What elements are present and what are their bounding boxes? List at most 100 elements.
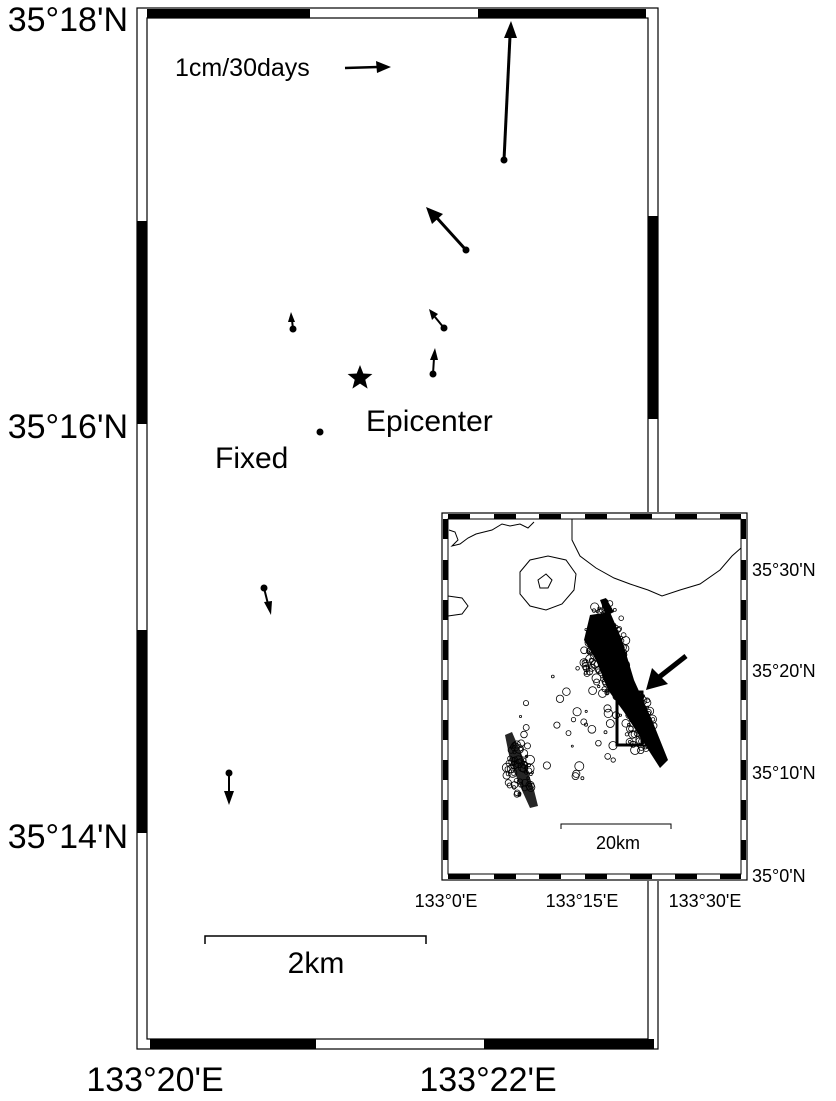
earthquake-ring [507, 746, 515, 754]
station-arrow-1 [500, 21, 517, 164]
earthquake-ring [598, 689, 607, 698]
earthquake-ring [571, 772, 580, 780]
earthquake-ring [517, 793, 522, 797]
earthquake-ring [510, 760, 519, 770]
earthquake-ring [607, 662, 613, 668]
earthquake-ring [602, 647, 609, 654]
earthquake-ring [601, 648, 610, 657]
earthquake-ring [519, 749, 529, 758]
earthquake-ring [612, 623, 617, 627]
earthquake-ring [605, 719, 615, 728]
earthquake-ring [616, 625, 622, 632]
earthquake-ring [511, 771, 516, 776]
inset-scale-label: 20km [596, 833, 640, 853]
earthquake-ring [620, 649, 624, 653]
earthquake-ring [634, 695, 638, 698]
earthquake-ring [542, 761, 551, 770]
earthquake-ring [644, 741, 653, 749]
earthquake-ring [610, 667, 620, 677]
earthquake-ring [562, 687, 571, 696]
earthquake-ring [520, 760, 528, 769]
earthquake-ring [594, 636, 602, 645]
earthquake-ring [607, 637, 614, 644]
earthquake-ring [591, 624, 595, 628]
earthquake-ring [612, 655, 619, 662]
earthquake-ring [647, 737, 652, 742]
earthquake-ring [574, 761, 585, 772]
earthquake-ring [601, 620, 605, 624]
inset-lon-label-133-15: 133°15'E [546, 891, 619, 911]
earthquake-ring [570, 716, 577, 723]
earthquake-ring [580, 718, 588, 726]
earthquake-ring [626, 693, 636, 703]
earthquake-ring [602, 658, 608, 664]
earthquake-ring [583, 659, 587, 664]
earthquake-ring [582, 664, 591, 673]
earthquake-ring [619, 635, 623, 640]
earthquake-ring [601, 610, 608, 617]
earthquake-ring [526, 782, 536, 792]
earthquake-ring [604, 690, 610, 696]
earthquake-ring [637, 746, 645, 755]
station-arrow-7 [260, 584, 272, 615]
earthquake-ring [526, 776, 530, 780]
earthquake-ring [587, 647, 594, 654]
earthquake-ring [603, 704, 612, 713]
earthquake-ring [518, 782, 524, 788]
earthquake-ring [513, 759, 523, 769]
earthquake-ring [650, 717, 656, 722]
earthquake-ring [613, 669, 620, 675]
station-fixed [316, 428, 324, 436]
earthquake-ring [621, 670, 626, 676]
earthquake-ring [516, 778, 524, 785]
earthquake-ring [603, 708, 613, 719]
earthquake-ring [584, 709, 588, 713]
earthquake-ring [594, 619, 603, 628]
earthquake-ring [593, 651, 600, 658]
main-map-frame-bars [137, 9, 658, 1049]
earthquake-ring [583, 670, 589, 675]
earthquake-ring [595, 740, 602, 747]
inset-lon-label-133-0: 133°0'E [415, 891, 478, 911]
earthquake-ring [550, 674, 555, 679]
earthquake-ring [597, 684, 601, 689]
earthquake-ring [519, 715, 523, 719]
earthquake-ring [595, 610, 599, 614]
earthquake-ring [583, 670, 591, 677]
earthquake-ring [618, 615, 624, 621]
earthquake-ring [607, 654, 613, 659]
earthquake-ring [597, 606, 601, 610]
earthquake-ring [587, 663, 596, 672]
earthquake-ring [619, 713, 623, 717]
station-arrow-8 [224, 769, 234, 805]
earthquake-ring [602, 665, 608, 671]
earthquake-ring [604, 753, 611, 760]
inset-lat-label-35-10: 35°10'N [752, 763, 816, 783]
earthquake-ring [645, 708, 652, 716]
earthquake-ring [609, 664, 613, 667]
earthquake-ring [634, 702, 638, 706]
inset-coastline [447, 519, 742, 617]
earthquake-ring [528, 784, 533, 789]
earthquake-ring [513, 789, 521, 797]
earthquake-ring [507, 768, 518, 778]
earthquake-ring [624, 732, 630, 737]
earthquake-ring [595, 665, 604, 674]
lat-label-35-18: 35°18'N [8, 1, 128, 39]
earthquake-ring [585, 665, 590, 670]
earthquake-ring [644, 697, 651, 704]
earthquake-ring [511, 785, 517, 790]
earthquake-ring [606, 628, 613, 635]
fixed-station-label: Fixed [215, 442, 288, 475]
earthquake-ring [647, 714, 657, 725]
earthquake-ring [630, 730, 638, 738]
earthquake-ring [590, 647, 599, 655]
earthquake-ring [619, 638, 625, 644]
scale-bar-label-2km: 2km [288, 947, 345, 980]
earthquake-ring [584, 722, 589, 727]
earthquake-ring [520, 730, 528, 739]
earthquake-ring [553, 721, 561, 729]
earthquake-ring [555, 694, 565, 703]
earthquake-ring [596, 668, 601, 673]
earthquake-ring [612, 628, 618, 634]
